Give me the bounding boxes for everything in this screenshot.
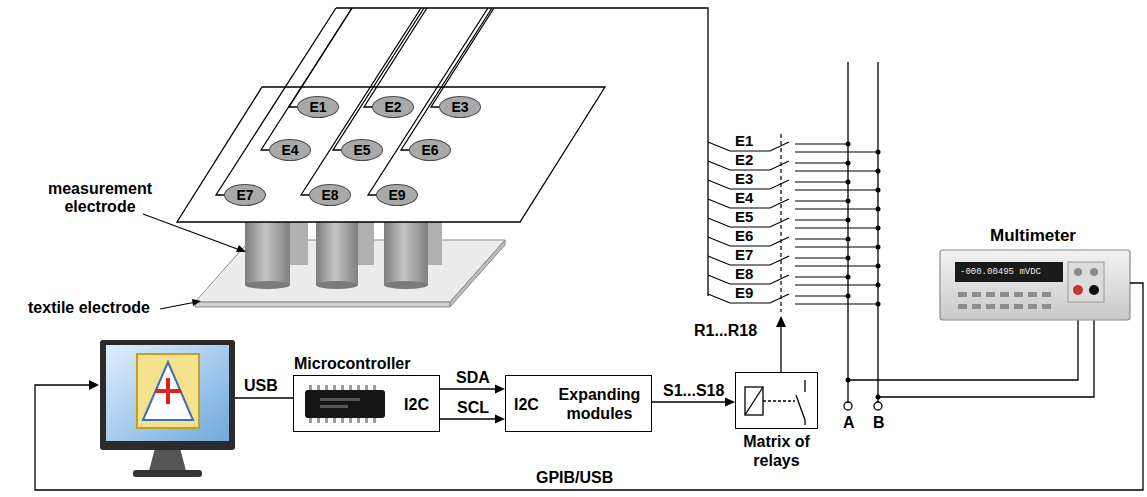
connector-line (652, 401, 727, 402)
electrode-label: E8 (321, 187, 338, 203)
text-label: E9 (735, 284, 753, 302)
electrode-oval: E3 (439, 96, 481, 118)
electrode-label: E5 (353, 142, 370, 158)
electrode-oval: E2 (372, 96, 414, 118)
signal-label: SCL (457, 400, 489, 416)
electrode-oval: E1 (297, 96, 339, 118)
electrode-oval: E8 (309, 184, 351, 206)
text-label: USB (244, 377, 278, 395)
box-text: Expanding modules (552, 385, 647, 423)
electrode-oval: E5 (341, 139, 383, 161)
box-text: I2C (404, 394, 429, 413)
box-heading: Matrix of relays (739, 432, 815, 470)
electrode-oval: E7 (224, 184, 266, 206)
text-label: E5 (735, 208, 753, 226)
text-label: R1...R18 (694, 322, 757, 340)
box-heading: Microcontroller (294, 354, 410, 373)
connector-line (440, 388, 497, 389)
relay-switches (708, 134, 878, 312)
output-buses (844, 62, 1094, 410)
usb-line (235, 397, 293, 398)
electrode-oval: E9 (376, 184, 418, 206)
connector-line (440, 418, 497, 419)
electrode-plate (177, 87, 605, 222)
text-label: E6 (735, 227, 753, 245)
electrode-label: E9 (388, 187, 405, 203)
relay-symbol (745, 380, 805, 425)
chip-icon (305, 385, 385, 423)
text-label: E8 (735, 265, 753, 283)
text-label: B (873, 414, 885, 432)
leader-lines (143, 214, 246, 309)
electrode-wires (216, 8, 708, 296)
box-heading: I2C (514, 394, 539, 413)
gpib-line (35, 283, 1143, 490)
text-label: Multimeter (990, 227, 1076, 245)
text-label: E4 (735, 189, 753, 207)
electrode-oval: E6 (409, 139, 451, 161)
text-label: GPIB/USB (536, 469, 613, 487)
text-label: E3 (735, 170, 753, 188)
electrode-label: E2 (384, 99, 401, 115)
multimeter-device (940, 250, 1130, 320)
arrow-head (725, 398, 735, 407)
display-readout: -000.00495 mVDC (960, 266, 1041, 278)
electrode-label: E7 (236, 187, 253, 203)
process-box: I2C Expanding modules (505, 375, 652, 432)
process-box: MicrocontrollerI2C (293, 375, 440, 432)
arrow-head (495, 385, 505, 394)
text-label: textile electrode (28, 299, 150, 317)
text-label: measurement electrode (40, 180, 160, 216)
text-label: A (843, 414, 855, 432)
process-box: Matrix of relays (735, 372, 818, 429)
electrode-label: E6 (421, 142, 438, 158)
electrode-oval: E4 (269, 139, 311, 161)
junction-dots (846, 142, 881, 400)
signal-label: SDA (456, 370, 490, 386)
arrow-head (495, 415, 505, 424)
text-label: E1 (735, 132, 753, 150)
text-label: E2 (735, 151, 753, 169)
electrode-label: E4 (281, 142, 298, 158)
control-arrow (776, 316, 786, 372)
electrode-label: E3 (451, 99, 468, 115)
computer-monitor (100, 340, 235, 477)
signal-label: S1...S18 (663, 383, 724, 399)
text-label: E7 (735, 246, 753, 264)
electrode-label: E1 (309, 99, 326, 115)
